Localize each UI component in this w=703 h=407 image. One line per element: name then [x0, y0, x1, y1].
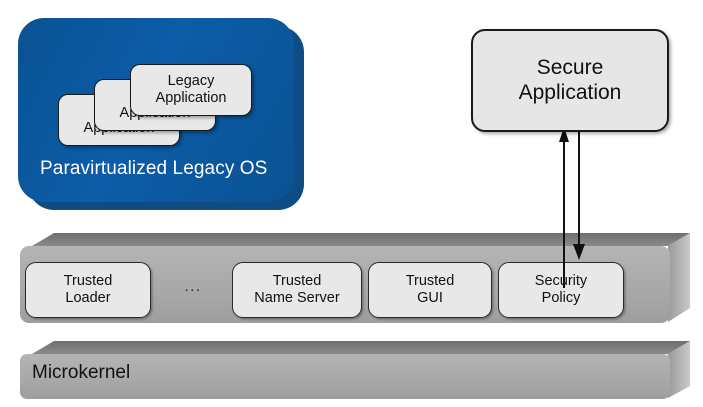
trusted-name-server-box[interactable]: Trusted Name Server — [232, 262, 362, 318]
legacy-app-3-line2: Application — [155, 90, 227, 106]
microkernel-slab-3d — [20, 341, 690, 399]
security-policy-line2: Policy — [541, 290, 581, 306]
legacy-app-3-line1: Legacy — [167, 73, 215, 90]
security-policy-line1: Security — [534, 273, 588, 290]
microkernel-label: Microkernel — [32, 362, 131, 383]
secure-application-line2: Application — [518, 80, 622, 104]
trusted-gui-line1: Trusted — [405, 273, 455, 290]
trusted-name-server-line2: Name Server — [254, 290, 340, 306]
trusted-name-server-line1: Trusted — [272, 273, 322, 290]
trusted-gui-box[interactable]: Trusted GUI — [368, 262, 492, 318]
trusted-gui-line2: GUI — [417, 290, 443, 306]
secure-application-box[interactable]: Secure Application — [471, 29, 669, 132]
trusted-loader-box[interactable]: Trusted Loader — [25, 262, 151, 318]
secure-application-line1: Secure — [536, 56, 604, 80]
trusted-loader-line2: Loader — [65, 290, 111, 306]
legacy-application-box-3[interactable]: Legacy Application — [130, 64, 252, 116]
trusted-loader-line1: Trusted — [63, 273, 113, 290]
security-policy-box[interactable]: Security Policy — [498, 262, 624, 318]
microkernel-slab — [10, 340, 690, 402]
paravirtualized-legacy-os-label: Paravirtualized Legacy OS — [40, 158, 268, 179]
services-ellipsis: ... — [184, 278, 202, 295]
paravirtualized-legacy-os-container: Legacy Application Legacy Application Le… — [18, 18, 304, 210]
